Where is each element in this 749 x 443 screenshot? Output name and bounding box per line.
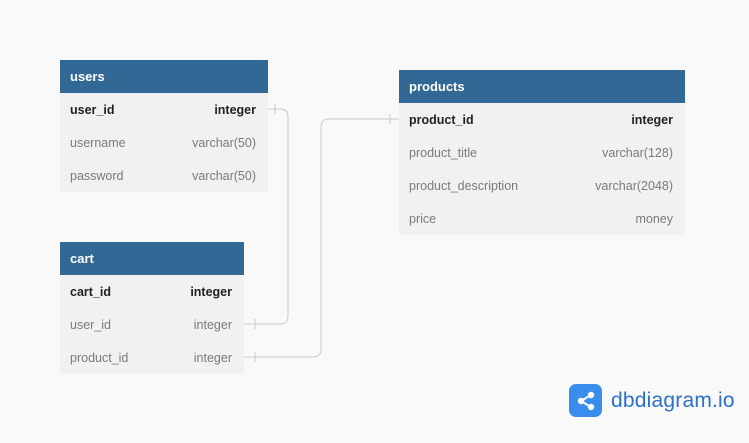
column-name: password bbox=[70, 168, 124, 183]
column-row-product-id[interactable]: product_id integer bbox=[60, 341, 244, 374]
column-name: product_description bbox=[409, 178, 519, 193]
column-type: money bbox=[635, 211, 673, 226]
column-row-username[interactable]: username varchar(50) bbox=[60, 126, 268, 159]
table-header-cart[interactable]: cart bbox=[60, 242, 244, 275]
column-row-product-title[interactable]: product_title varchar(128) bbox=[399, 136, 685, 169]
column-type: varchar(128) bbox=[602, 145, 673, 160]
table-header-products[interactable]: products bbox=[399, 70, 685, 103]
column-name: product_id bbox=[409, 112, 474, 127]
column-name: price bbox=[409, 211, 437, 226]
column-type: integer bbox=[193, 350, 232, 365]
brand-name: dbdiagram.io bbox=[611, 388, 735, 412]
column-row-user-id[interactable]: user_id integer bbox=[60, 308, 244, 341]
column-name: username bbox=[70, 135, 126, 150]
column-row-user-id[interactable]: user_id integer bbox=[60, 93, 268, 126]
column-type: varchar(2048) bbox=[595, 178, 673, 193]
column-type: varchar(50) bbox=[192, 135, 256, 150]
table-cart[interactable]: cart cart_id integer user_id integer pro… bbox=[60, 242, 244, 374]
table-header-users[interactable]: users bbox=[60, 60, 268, 93]
column-row-cart-id[interactable]: cart_id integer bbox=[60, 275, 244, 308]
share-icon bbox=[569, 384, 602, 417]
column-row-product-id[interactable]: product_id integer bbox=[399, 103, 685, 136]
column-name: product_id bbox=[70, 350, 129, 365]
column-row-password[interactable]: password varchar(50) bbox=[60, 159, 268, 192]
column-type: integer bbox=[214, 102, 256, 117]
column-name: product_title bbox=[409, 145, 478, 160]
column-type: varchar(50) bbox=[192, 168, 256, 183]
brand-logo[interactable]: dbdiagram.io bbox=[569, 384, 735, 417]
column-type: integer bbox=[193, 317, 232, 332]
table-products[interactable]: products product_id integer product_titl… bbox=[399, 70, 685, 235]
column-type: integer bbox=[631, 112, 673, 127]
column-type: integer bbox=[190, 284, 232, 299]
table-users[interactable]: users user_id integer username varchar(5… bbox=[60, 60, 268, 192]
column-name: cart_id bbox=[70, 284, 111, 299]
column-row-price[interactable]: price money bbox=[399, 202, 685, 235]
column-row-product-description[interactable]: product_description varchar(2048) bbox=[399, 169, 685, 202]
column-name: user_id bbox=[70, 102, 115, 117]
column-name: user_id bbox=[70, 317, 111, 332]
